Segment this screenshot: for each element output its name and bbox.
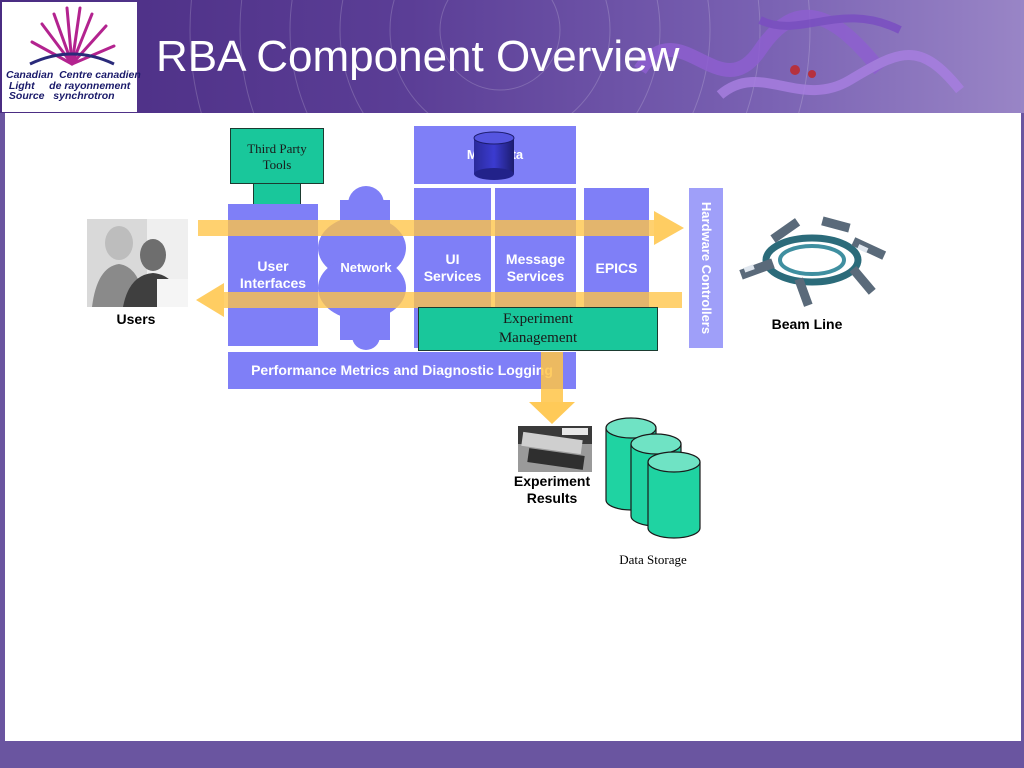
- arrow-right-icon: [654, 211, 684, 245]
- flow-arrow-left-band: [224, 292, 682, 308]
- data-storage-label: Data Storage: [619, 552, 687, 567]
- flow-arrow-down-band: [541, 352, 563, 402]
- network-label: Network: [340, 260, 392, 275]
- hardware-controllers-label: Hardware Controllers: [699, 201, 714, 335]
- performance-logging-box: Performance Metrics and Diagnostic Loggi…: [228, 352, 576, 389]
- epics-label: EPICS: [595, 259, 638, 276]
- experiment-results-label: Experiment Results: [513, 473, 591, 506]
- beam-line-image: [739, 216, 887, 307]
- cls-logo: Canadian Centre canadien Light de rayonn…: [2, 2, 141, 112]
- experiment-management-box: Experiment Management: [418, 307, 658, 351]
- users-photo: [87, 219, 188, 307]
- user-interfaces-label: User Interfaces: [239, 258, 307, 291]
- page-title: RBA Component Overview: [156, 32, 680, 81]
- users-label: Users: [116, 311, 156, 327]
- logo-text: Canadian Centre canadien Light de rayonn…: [6, 69, 141, 102]
- experiment-results-photo: [518, 426, 592, 472]
- database-icon: [473, 131, 515, 180]
- arrow-down-icon: [529, 402, 575, 424]
- slide-footer: [0, 741, 1024, 768]
- message-services-label: Message Services: [505, 251, 566, 284]
- data-storage-icon: [605, 417, 701, 539]
- third-party-tools-tab: [253, 184, 301, 205]
- beam-line-label: Beam Line: [771, 316, 843, 332]
- third-party-tools-box: Third Party Tools: [230, 128, 324, 184]
- maple-leaf-icon: [29, 6, 116, 66]
- performance-logging-label: Performance Metrics and Diagnostic Loggi…: [251, 362, 553, 378]
- flow-arrow-right-band: [198, 220, 654, 236]
- third-party-tools-label: Third Party Tools: [247, 141, 307, 172]
- ui-services-label: UI Services: [423, 251, 482, 284]
- experiment-management-label: Experiment Management: [498, 311, 578, 346]
- header-decoration: [189, 0, 964, 113]
- hardware-controllers-box: Hardware Controllers: [689, 188, 723, 348]
- arrow-left-icon: [196, 283, 224, 317]
- protein-structure-image: [634, 9, 964, 99]
- slide-header: Canadian Centre canadien Light de rayonn…: [0, 0, 1024, 113]
